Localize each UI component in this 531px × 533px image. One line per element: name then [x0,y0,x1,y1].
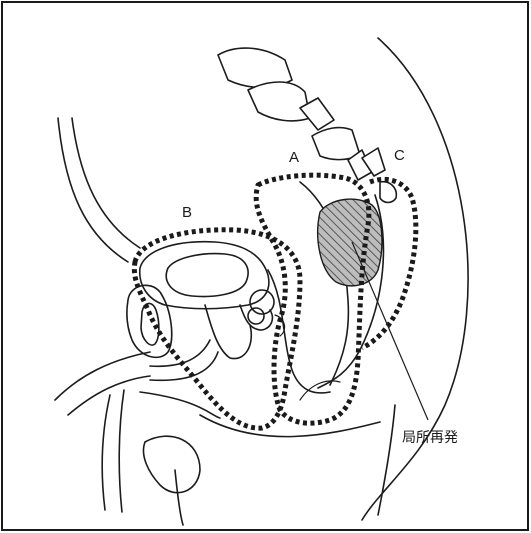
testicle [143,436,200,493]
penis-lower-right [119,390,124,512]
scrotum-top [140,392,220,418]
penis-lower-left [102,395,110,510]
label-region-a: A [289,149,299,166]
bladder-inner [166,254,248,297]
callout-line [352,242,428,420]
pelvic-detail-2 [300,381,340,400]
abdominal-wall-outer [58,118,128,262]
back-contour [362,38,468,520]
prostate-outline [205,305,251,359]
scrotum-bottom [175,470,183,525]
abdominal-wall-inner [72,118,140,248]
sacrum-vertebrae [218,48,396,202]
bladder-outer [140,242,269,309]
penis-upper [55,352,150,400]
label-local-recurrence: 局所再発 [402,430,458,446]
label-region-c: C [394,147,405,164]
local-recurrence-site [318,199,382,286]
penis-middle [68,376,150,415]
label-region-b: B [182,204,192,221]
vesicle-circle-lower [248,308,264,324]
